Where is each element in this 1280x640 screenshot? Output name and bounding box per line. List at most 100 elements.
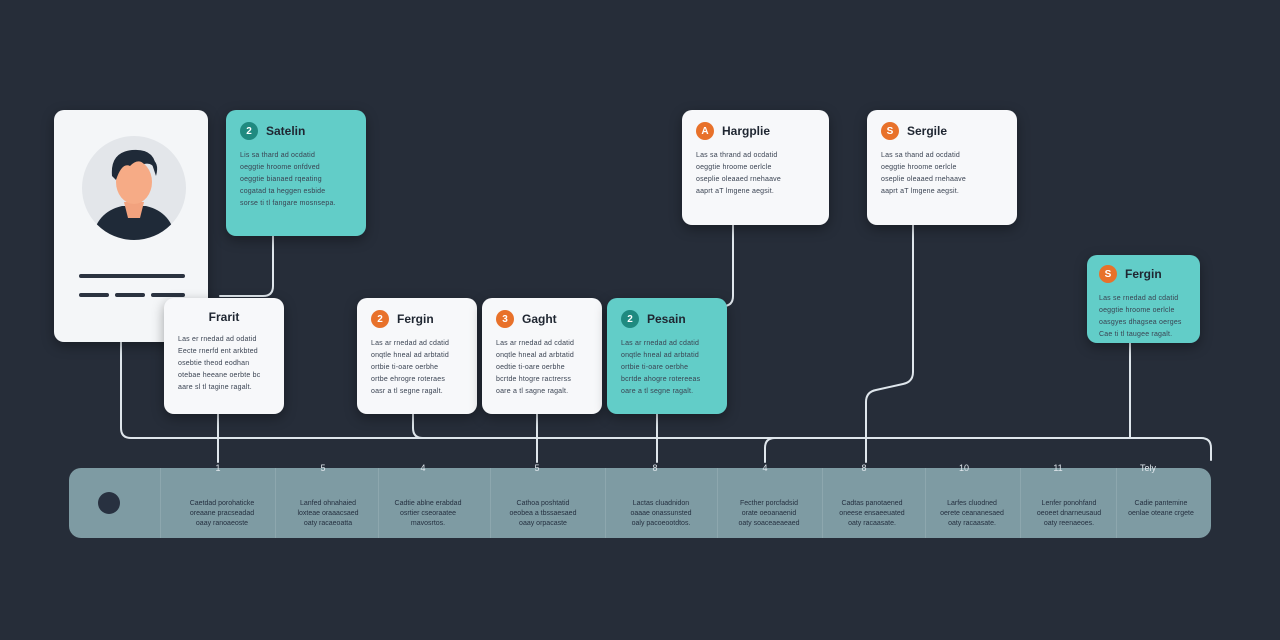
card-header: Frarit — [178, 310, 270, 324]
card-body: Las ar rnedad ad cdatid onqtle hneal ad a… — [371, 338, 463, 398]
timeline-segment-line: Cadtie ablne erabdad — [394, 500, 462, 507]
card-text-line: Las sa thand ad ocdatid — [881, 152, 960, 159]
card-text-line: aaprt aT lmgene aegsit. — [881, 188, 960, 195]
timeline-segment-line: Larfes cluodned — [947, 500, 997, 507]
card-text-line: ortbie ti-oare oerbhe — [371, 364, 439, 371]
timeline-segment-line: oaty reenaeoes. — [1043, 520, 1095, 527]
card-text-line: aare sl tl tagine ragalt. — [178, 384, 252, 391]
timeline-segment-line: Lactas cluadnidon — [632, 500, 690, 507]
card-text-line: onqtle hneal ad arbtatid — [496, 352, 574, 359]
card-title: Pesain — [647, 312, 686, 326]
timeline-segment-line: orate oeoanaenid — [741, 510, 797, 517]
card-text-line: sorse ti tl fangare mosnsepa. — [240, 200, 336, 207]
card-text-line: Eecte rnerfd ent arkbted — [178, 348, 258, 355]
timeline-segment-line: oaty racaasate. — [848, 520, 896, 527]
card-text-line: Las ar rnedad ad cdatid — [621, 340, 700, 347]
card-text-line: Cae ti tl taugee ragalt. — [1099, 331, 1173, 338]
timeline-segment-line: oaly pacoeootdtos. — [631, 520, 691, 527]
timeline-segment: Cadie pantemine oenlae oteane crgete — [1128, 499, 1194, 519]
timeline-segment-divider — [925, 468, 926, 538]
timeline-segment-line: Cadie pantemine — [1134, 500, 1188, 507]
step-badge-icon: A — [696, 122, 714, 140]
timeline-segment-line: oenlae oteane crgete — [1128, 510, 1194, 517]
card-text-line: bcrtde ahogre rotereeas — [621, 376, 701, 383]
person-avatar-icon — [82, 136, 186, 240]
connector-fergin-1 — [412, 413, 424, 439]
card-text-line: oeggtie hroome onfdved — [240, 164, 320, 171]
card-text-line: oeggtie hroome oerlcle — [696, 164, 772, 171]
timeline-tick-label: 4 — [762, 463, 768, 473]
timeline-segment-divider — [490, 468, 491, 538]
card-text-line: oare a tl segne ragalt. — [621, 388, 694, 395]
profile-line — [79, 274, 185, 278]
card-text-line: oseplie oleaaed rnehaave — [696, 176, 781, 183]
step-badge-icon: 3 — [496, 310, 514, 328]
card-text-line: ortbie ti-oare oerbhe — [621, 364, 689, 371]
step-badge-icon: 2 — [240, 122, 258, 140]
step-badge-icon: S — [1099, 265, 1117, 283]
card-text-line: oeggtie hroome oerlcle — [1099, 307, 1175, 314]
card-text-line: oasgyes dhagsea oerges — [1099, 319, 1182, 326]
timeline-tick-label: 5 — [534, 463, 540, 473]
card-text-line: Las ar rnedad ad cdatid — [371, 340, 450, 347]
card-text-line: oseplie oleaaed rnehaave — [881, 176, 966, 183]
timeline-segment-line: Lanfed ohnahaied — [299, 500, 357, 507]
card-text-line: aaprt aT lmgene aegsit. — [696, 188, 775, 195]
timeline-tick-label: 1 — [215, 463, 221, 473]
card-title: Gaght — [522, 312, 557, 326]
card-header: 3 Gaght — [496, 310, 588, 328]
card-text-line: otebae heeane oerbte bc — [178, 372, 261, 379]
card-text-line: Las ar rnedad ad cdatid — [496, 340, 575, 347]
timeline-tick-label: 11 — [1053, 463, 1063, 473]
card-title: Fergin — [397, 312, 434, 326]
timeline-segment-line: Lenfer ponohfand — [1041, 500, 1097, 507]
timeline-segment-line: Fecther porcfadsid — [740, 500, 798, 507]
card-body: Lis sa thard ad ocdatid oeggtie hroome on… — [240, 150, 352, 210]
timeline-segment-divider — [717, 468, 718, 538]
timeline-tick-label: 4 — [420, 463, 426, 473]
timeline-segment-line: oerete ceananesaed — [940, 510, 1004, 517]
timeline-tick-label: 8 — [861, 463, 867, 473]
card-text-line: oasr a tl segne ragalt. — [371, 388, 443, 395]
timeline-segment-line: Cadtas panotaened — [841, 500, 903, 507]
timeline-tick-label: 8 — [652, 463, 658, 473]
profile-line — [151, 293, 185, 297]
timeline-tick-label: Tely — [1139, 463, 1157, 473]
card-text-line: Lis sa thard ad ocdatid — [240, 152, 316, 159]
card-text-line: cogatad ta heggen esbide — [240, 188, 326, 195]
card-title: Frarit — [208, 310, 240, 324]
card-title: Sergile — [907, 124, 948, 138]
timeline-segment-divider — [605, 468, 606, 538]
timeline-segment-divider — [1116, 468, 1117, 538]
timeline-segment-divider — [378, 468, 379, 538]
timeline-segment-line: oaay ranoaeoste — [195, 520, 249, 527]
profile-line — [79, 293, 109, 297]
step-badge-icon: S — [881, 122, 899, 140]
timeline-segment-divider — [275, 468, 276, 538]
connector-satelin — [219, 235, 274, 297]
step-badge-icon: 2 — [621, 310, 639, 328]
timeline-tick-label: 10 — [958, 463, 970, 473]
card-text-line: onqtle hneal ad arbtatid — [371, 352, 449, 359]
connector-hargplie — [722, 223, 734, 307]
timeline-segment-line: oaty racaasate. — [948, 520, 996, 527]
card-text-line: oeggtie bianaed rqeating — [240, 176, 322, 183]
